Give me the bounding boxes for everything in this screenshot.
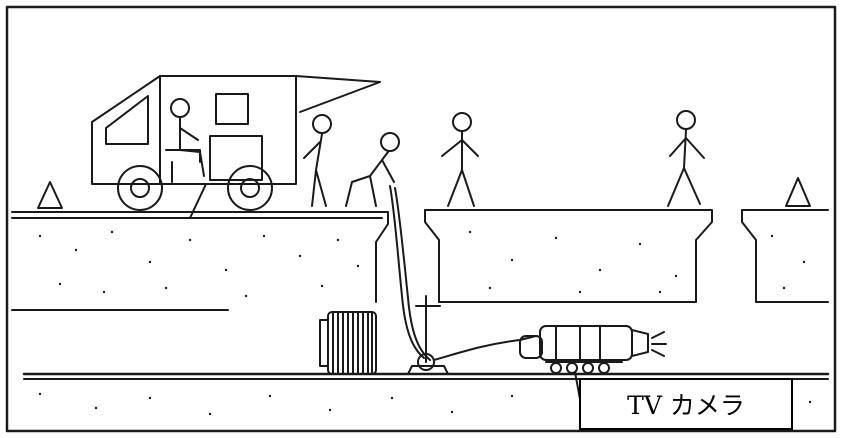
tv-camera-label-text: TV カメラ	[627, 391, 745, 420]
soil-texture	[38, 230, 812, 416]
worker-walking-2	[667, 110, 705, 207]
cable	[389, 185, 425, 359]
ground-surface	[11, 209, 829, 311]
worker-walking-1	[441, 112, 479, 207]
figure-border	[5, 5, 837, 433]
worker-seated	[165, 98, 205, 183]
tv-camera-label: TV カメラ	[579, 378, 793, 430]
guide-pulley	[407, 295, 449, 375]
traffic-cone-right	[785, 177, 811, 207]
worker-kneeling	[345, 132, 400, 207]
tv-camera-crawler	[519, 325, 667, 374]
inspection-truck	[91, 75, 381, 211]
cable-reel	[319, 311, 377, 375]
worker-cable-handler	[303, 114, 332, 207]
traffic-cone-left	[37, 181, 63, 209]
